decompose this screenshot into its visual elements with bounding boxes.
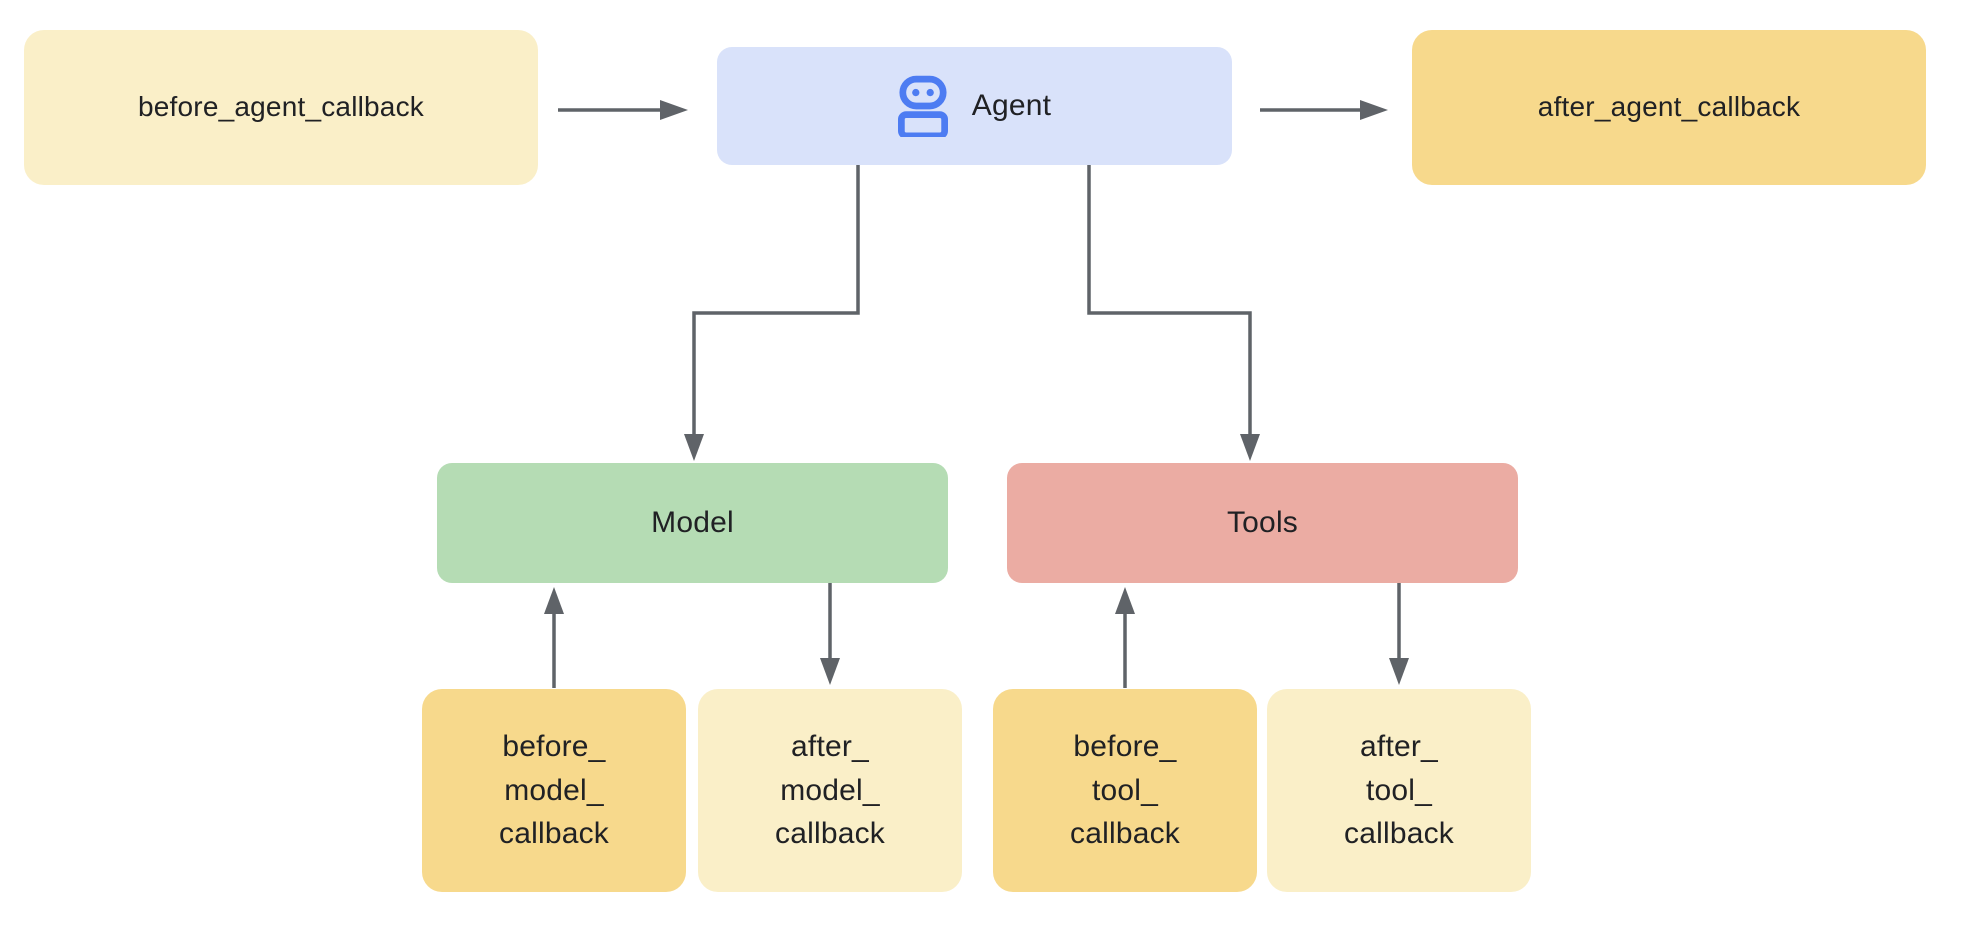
edge-agent-to-tools [1087,165,1252,434]
node-after-model-callback: after_ model_ callback [698,689,962,892]
arrowhead-to-tools-bottom [1115,587,1135,614]
arrowhead-to-model-bottom [544,587,564,614]
robot-icon [897,75,948,137]
arrowhead-to-tools-top [1240,434,1260,461]
arrowhead-to-after-model [820,658,840,685]
node-label: before_ model_ callback [499,730,609,851]
arrowhead-to-model-top [684,434,704,461]
node-label: after_ tool_ callback [1344,730,1454,851]
node-agent: Agent [717,47,1232,165]
arrowhead-to-after-agent [1360,100,1388,120]
node-before-tool-callback: before_ tool_ callback [993,689,1257,892]
node-model: Model [437,463,948,583]
arrowhead-to-agent [660,100,688,120]
node-after-tool-callback: after_ tool_ callback [1267,689,1531,892]
node-before-agent-callback: before_agent_callback [24,30,538,185]
arrowhead-to-after-tool [1389,658,1409,685]
node-before-model-callback: before_ model_ callback [422,689,686,892]
node-label: Model [651,506,734,540]
node-label: Agent [971,89,1052,123]
node-after-agent-callback: after_agent_callback [1412,30,1926,185]
node-label: before_agent_callback [138,91,424,123]
node-label: after_ model_ callback [775,730,885,851]
node-tools: Tools [1007,463,1518,583]
edge-agent-to-model [692,165,860,434]
node-label: Tools [1226,506,1299,540]
node-label: after_agent_callback [1537,91,1801,123]
node-label: before_ tool_ callback [1070,730,1180,851]
